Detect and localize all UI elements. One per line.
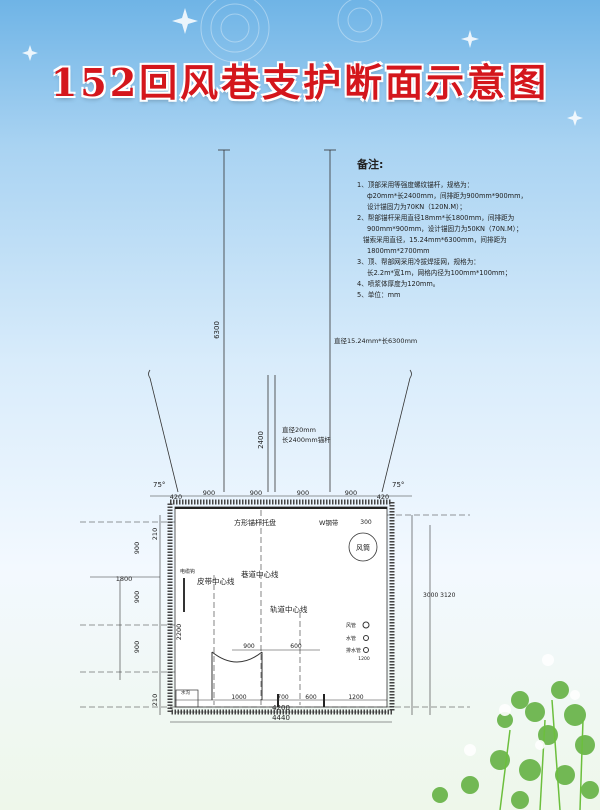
notes-heading: 备注: <box>357 158 384 171</box>
note-line: 1、顶部采用等强度螺纹锚杆，规格为： <box>357 181 474 189</box>
belt-conveyor <box>211 651 263 663</box>
swirl-decoration <box>200 0 383 63</box>
dim-right-label: 3000 3120 <box>423 592 456 599</box>
top-dim: 900 <box>297 489 309 497</box>
top-dim: 900 <box>250 489 262 497</box>
pipe-wind-label: 风管 <box>346 622 356 629</box>
notes-panel: 备注: 1、顶部采用等强度螺纹锚杆，规格为： ф20mm*长2400mm，间排距… <box>357 156 577 301</box>
note-line: 3、顶、帮部网采用冷拔焊接网，规格为： <box>357 258 480 266</box>
dim-1800-label: 1800 <box>116 575 133 583</box>
note-line: 设计锚固力为70KN（120N.M）； <box>367 203 466 211</box>
side-cable-right <box>381 377 411 493</box>
fan-duct-label: 风筒 <box>356 543 370 552</box>
note-line: 锚索采用直径，15.24mm*6300mm，间排距为 <box>363 236 507 244</box>
angle-left-label: 75° <box>153 481 165 489</box>
wsteel-label: W钢带 <box>319 519 339 527</box>
pipe-wind-icon <box>362 621 370 629</box>
top-dim: 900 <box>203 489 215 497</box>
track-centerline-label: 轨道中心线 <box>270 604 308 614</box>
top-dim: 900 <box>345 489 357 497</box>
bottom-dim: 1000 <box>231 694 246 701</box>
dim-6300-label: 6300 <box>213 321 221 339</box>
sparkle-decoration <box>22 8 583 126</box>
pipe-water-icon <box>363 635 369 641</box>
tunnel-section <box>167 499 395 715</box>
pipe-drain-label: 排水管 <box>346 647 361 654</box>
bottom-dim: 700 <box>277 694 289 701</box>
dim-600-label: 600 <box>290 643 302 650</box>
cable-spec-label: 直径15.24mm*长6300mm <box>334 336 417 345</box>
left-dim: 210 <box>151 694 159 706</box>
dim-300-label: 300 <box>360 519 372 526</box>
side-cable-left-hook <box>148 369 151 379</box>
note-line: 5、单位：mm <box>357 291 401 299</box>
dim-900-label: 900 <box>243 643 255 650</box>
dim-4200-label: 4200 <box>272 704 290 712</box>
side-cable-left <box>149 377 179 493</box>
left-dim: 210 <box>151 528 159 540</box>
pipe-drain-icon <box>363 647 369 653</box>
note-line: 1800mm*2700mm <box>367 247 430 255</box>
tray-label: 方形锚杆托盘 <box>234 518 276 527</box>
left-dim: 900 <box>133 542 141 554</box>
clover-decoration <box>432 654 599 810</box>
note-line: 4、喷浆体厚度为120mm。 <box>357 280 440 288</box>
dim-2400-label: 2400 <box>257 431 265 449</box>
fan-duct-circle <box>348 532 378 562</box>
side-cable-right-hook <box>409 369 412 379</box>
note-line: 长2.2m*宽1m，网格内径为100mm*100mm； <box>367 269 512 277</box>
page-title: 152回风巷支护断面示意图 <box>50 60 550 105</box>
dim-4440-label: 4440 <box>272 714 290 722</box>
note-line: 2、帮部锚杆采用直径18mm*长1800mm，间排距为 <box>357 214 515 222</box>
left-dim: 900 <box>133 591 141 603</box>
water-ditch-label: 水沟 <box>181 689 190 696</box>
bottom-dim: 600 <box>305 694 317 701</box>
angle-right-label: 75° <box>392 481 404 489</box>
bolt-spec-label-2: 长2400mm锚杆 <box>282 435 331 444</box>
note-line: ф20mm*长2400mm，间排距为900mm*900mm， <box>367 192 528 200</box>
note-line: 900mm*900mm，设计锚固力为50KN（70N.M）； <box>367 225 523 233</box>
tunnel-centerline-label: 巷道中心线 <box>241 569 279 579</box>
belt-centerline-label: 皮带中心线 <box>197 576 235 586</box>
bottom-dim: 1200 <box>348 694 363 701</box>
pipe-size-label: 1200 <box>358 656 370 662</box>
top-dim: 420 <box>377 493 389 501</box>
top-dim: 420 <box>170 493 182 501</box>
left-dim: 900 <box>133 641 141 653</box>
water-ditch <box>175 689 199 708</box>
cable-hook-label: 电缆钩 <box>180 568 195 575</box>
bolt-spec-label-1: 直径20mm <box>282 425 316 434</box>
pipe-water-label: 水管 <box>346 635 356 642</box>
dim-2200-label: 2200 <box>175 624 183 641</box>
